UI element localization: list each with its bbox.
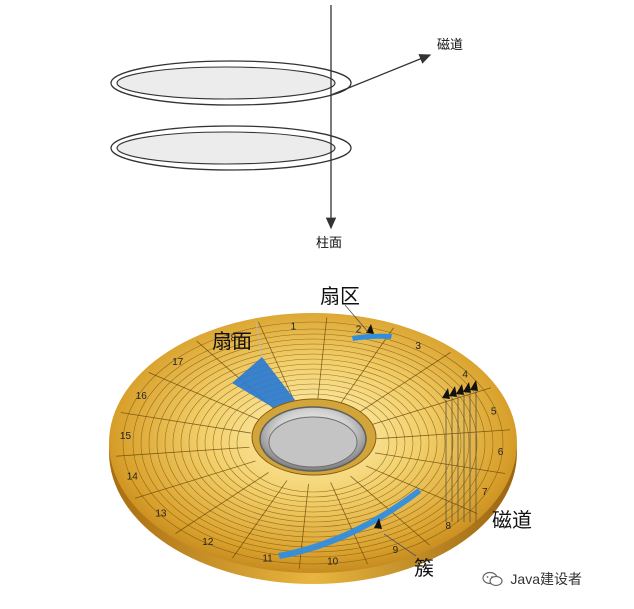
sector-divider-line	[120, 412, 251, 434]
cluster-leader-line	[383, 533, 417, 557]
sector-divider-line	[370, 387, 492, 426]
disk-track-label: 磁道	[492, 508, 532, 532]
sector-number: 6	[498, 447, 504, 458]
highlighted-sector	[352, 333, 392, 341]
sector-number: 5	[491, 406, 497, 417]
sector-dividers	[116, 317, 510, 569]
sector-face-label: 扇面	[212, 329, 252, 353]
top-track-label: 磁道	[437, 38, 463, 53]
sector-number: 13	[155, 508, 167, 519]
track-head-markers	[442, 380, 478, 399]
sector-divider-line	[376, 429, 510, 440]
sector-divider-line	[258, 321, 296, 404]
sector-number: 10	[327, 556, 339, 567]
sector-divider-line	[357, 352, 451, 414]
disk-hub-hole	[268, 416, 358, 468]
sector-number: 8	[445, 521, 451, 532]
track-leader-lines	[445, 390, 477, 522]
sector-divider-line	[338, 327, 394, 406]
cluster-label: 簇	[414, 556, 434, 580]
sector-number: 15	[120, 431, 132, 442]
lower-platter-inner	[116, 131, 336, 165]
sector-number: 14	[127, 472, 139, 483]
platter-diagram: 磁道 柱面	[110, 5, 463, 251]
sector-divider-line	[175, 472, 269, 534]
cluster-arc	[278, 488, 421, 559]
sector-number: 2	[356, 325, 362, 336]
cluster-marker-triangle	[374, 518, 382, 529]
upper-platter-inner	[116, 66, 336, 100]
cylinder-label: 柱面	[316, 236, 342, 251]
sector-divider-line	[298, 483, 309, 569]
sector-divider-line	[330, 482, 368, 565]
watermark: Java建设者	[482, 569, 582, 589]
sector-divider-line	[134, 460, 256, 499]
lower-platter-outer	[110, 125, 352, 171]
watermark-text: Java建设者	[510, 571, 582, 587]
sector-divider-line	[365, 465, 478, 514]
sector-divider-line	[232, 480, 288, 559]
sector-divider-line	[116, 446, 250, 457]
sector-number: 11	[262, 553, 273, 564]
sector-leader-line	[344, 304, 369, 333]
sector-number: 3	[415, 341, 421, 352]
wechat-icon	[482, 571, 504, 587]
sector-number: 9	[393, 545, 399, 556]
sector-label: 扇区	[320, 284, 360, 308]
sector-number: 17	[172, 357, 184, 368]
sector-face-leader-line	[255, 321, 263, 358]
upper-platter-outer	[110, 60, 352, 106]
disk-tracks	[122, 321, 504, 565]
sector-divider-line	[148, 372, 261, 421]
highlighted-sector-face	[232, 357, 295, 411]
sector-number: 4	[462, 370, 468, 381]
sector-divider-line	[317, 317, 328, 403]
sector-number: 12	[202, 537, 214, 548]
sector-number: 1	[291, 322, 297, 333]
track-pointer-arrow	[330, 54, 432, 96]
sector-number: 7	[482, 487, 488, 498]
sector-number: 16	[136, 391, 148, 402]
sector-divider-line	[375, 452, 506, 474]
sector-number: 18	[225, 333, 237, 344]
